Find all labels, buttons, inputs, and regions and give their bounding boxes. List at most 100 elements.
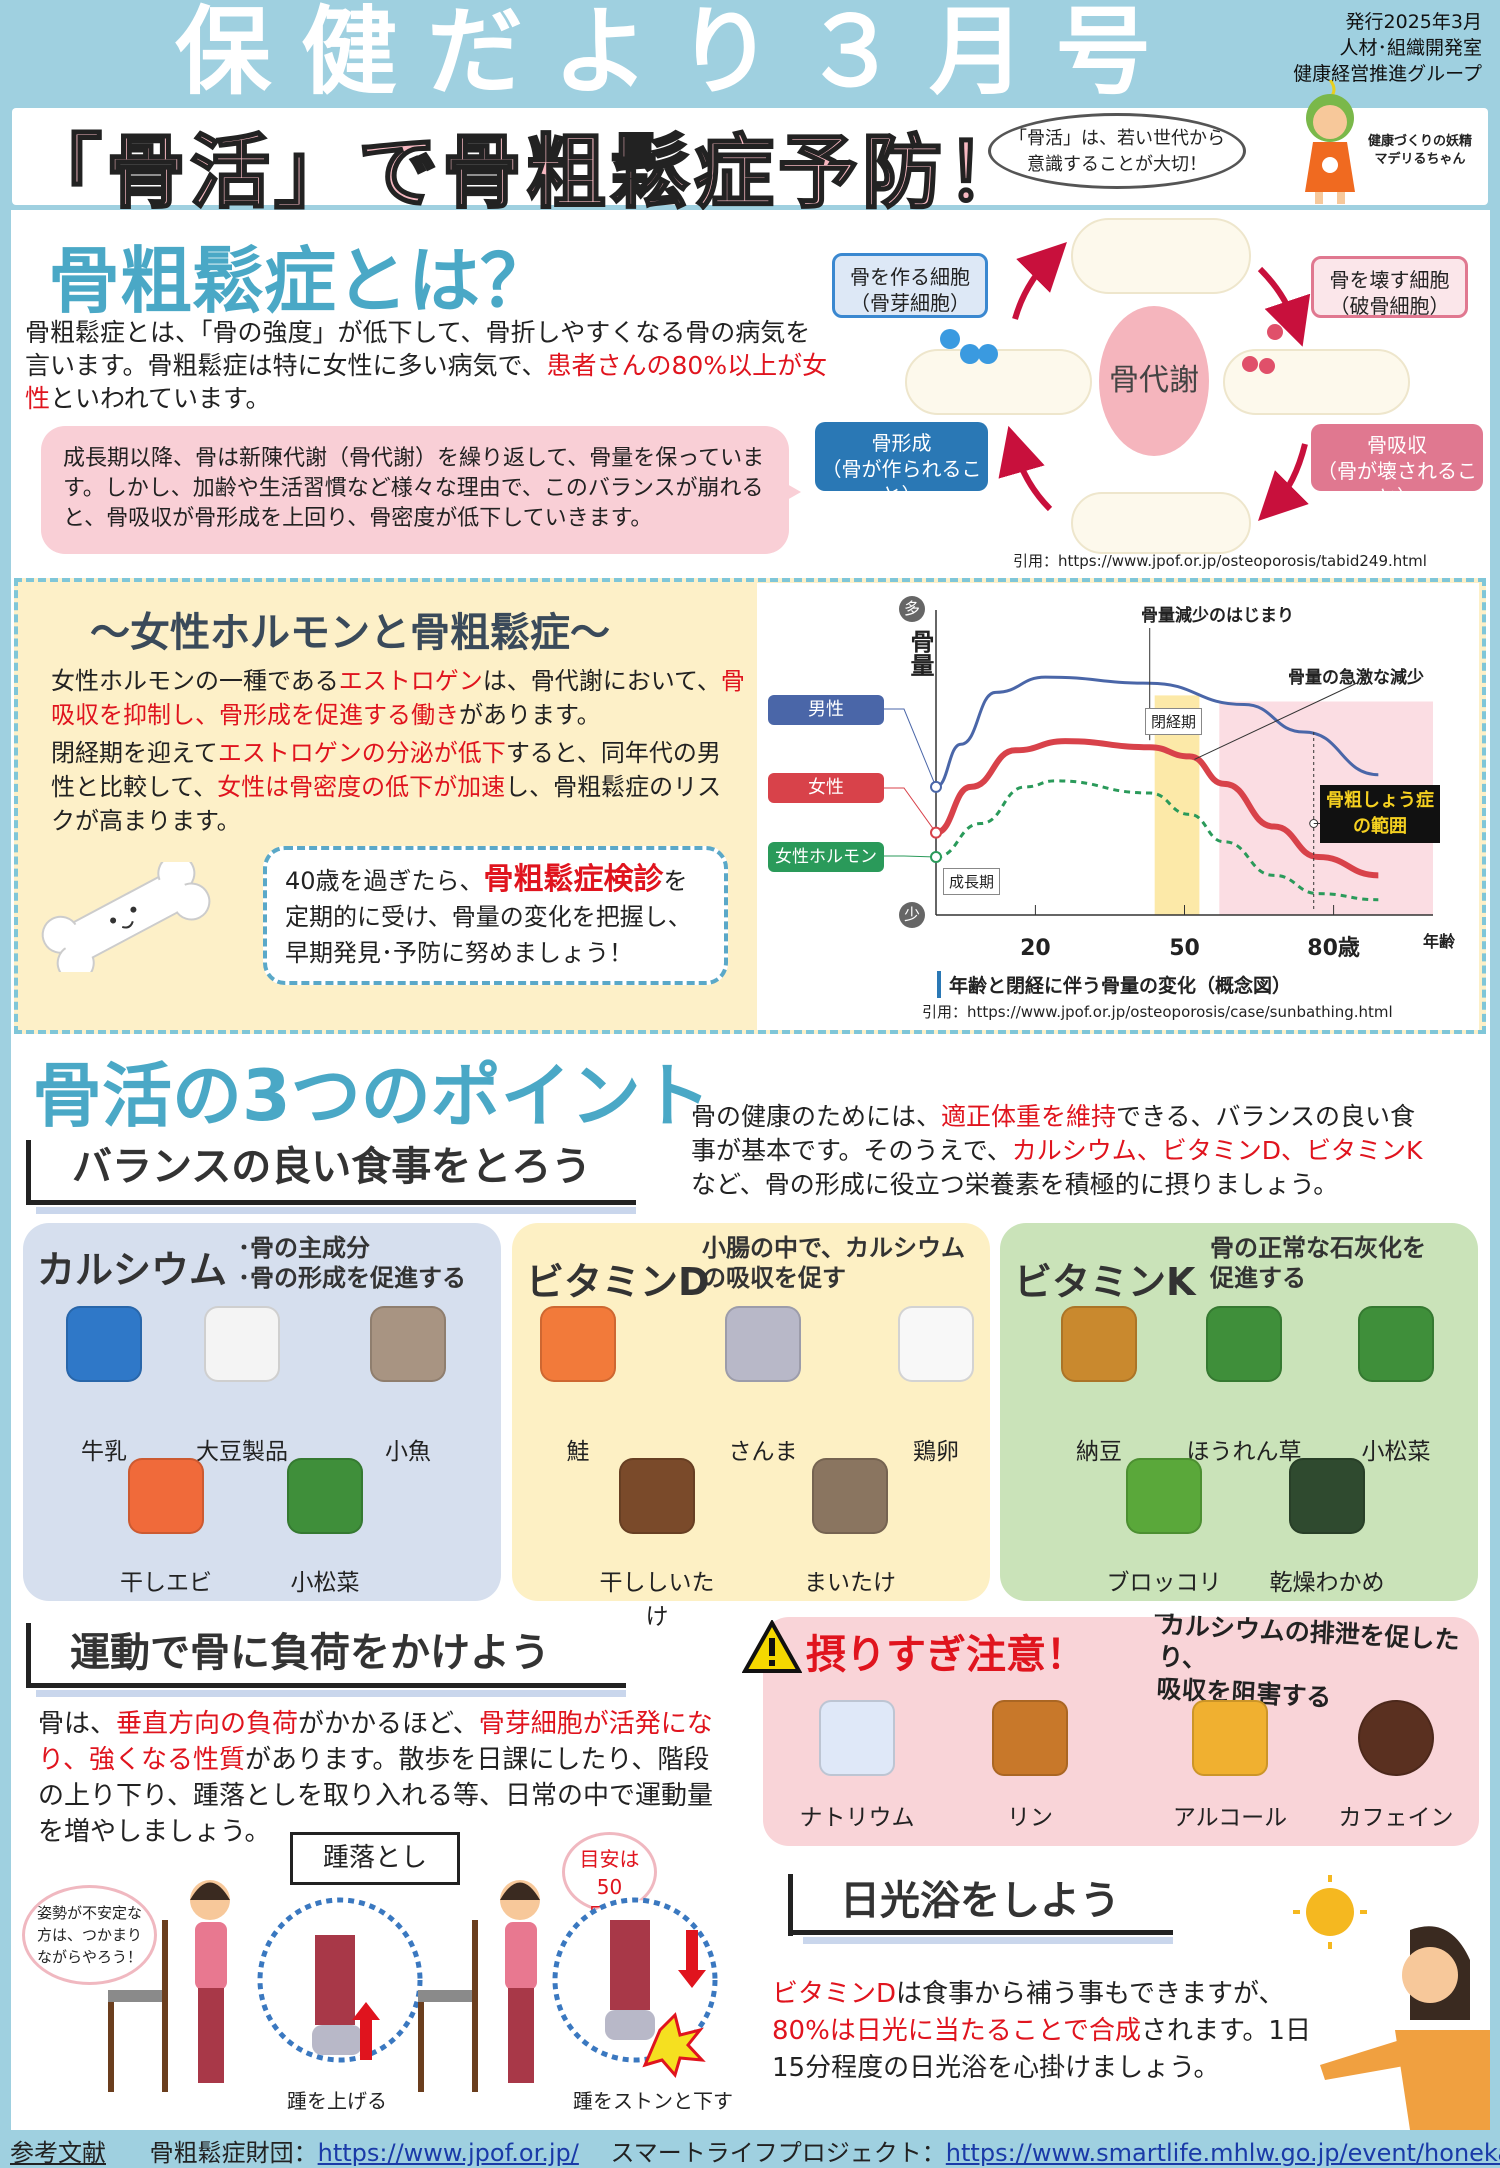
text-segment: は、骨代謝において、: [482, 667, 721, 695]
arrow-icon: [1258, 443, 1309, 521]
heading-underline: [26, 1200, 636, 1205]
y-low-label: 少: [899, 902, 925, 928]
label-subtext: （破骨細胞）: [1329, 294, 1450, 318]
points-heading: 骨活の3つのポイント: [32, 1055, 711, 1137]
food-item: 小魚: [348, 1306, 468, 1465]
nutrient-description: 小腸の中で、カルシウムの吸収を促す: [702, 1233, 965, 1293]
highlight-text: 適正体重を維持: [941, 1102, 1117, 1131]
mascot-speech-bubble: 「骨活」は、若い世代から 意識することが大切！: [988, 113, 1246, 189]
heel-drop-illustration: [108, 1880, 718, 2092]
highlight-text: 骨芽細胞が活発になり、強くなる性質: [38, 1709, 713, 1775]
chart-title: 年齢と閉経に伴う骨量の変化（概念図）: [937, 971, 1291, 998]
arrow-up-icon: [352, 2002, 380, 2060]
food-item: 納豆: [1039, 1306, 1159, 1465]
arrow-icon: [1257, 266, 1311, 347]
caution-item: カフェイン: [1336, 1700, 1456, 1831]
heading-underline: [36, 1207, 636, 1214]
shiitake-icon: [619, 1458, 695, 1534]
text-segment: 40歳を過ぎたら、: [285, 867, 484, 895]
text-segment: すると、同年代の男性と比較して、: [51, 739, 721, 801]
text-segment: など、骨の形成に役立つ栄養素を積極的に摂りましょう。: [691, 1170, 1339, 1199]
hormone-heading: ～女性ホルモンと骨粗鬆症～: [90, 610, 610, 656]
nutrient-title: カルシウム: [37, 1248, 228, 1292]
osteoblast-cells-icon: [940, 329, 998, 364]
food-label: まいたけ: [804, 1570, 896, 1596]
nutrient-panel: カルシウム ･骨の主成分･骨の形成を促進する牛乳大豆製品小魚干しエビ小松菜: [23, 1223, 501, 1601]
woman-with-chair-icon: [108, 1880, 230, 2092]
diet-heading: バランスの良い食事をとろう: [72, 1144, 592, 1190]
spinach-icon: [1206, 1306, 1282, 1382]
nutrient-title: ビタミンK: [1014, 1260, 1196, 1304]
y-axis-label: 骨量: [906, 629, 934, 677]
annotation-osteoporosis-range: 骨粗しょう症の範囲: [1320, 785, 1440, 843]
egg-icon: [898, 1306, 974, 1382]
reference-link-smartlife[interactable]: https://www.smartlife.mhlw.go.jp/event/h…: [945, 2139, 1500, 2167]
legend-female-hormone: 女性ホルモン: [768, 842, 884, 872]
sunbathing-woman-icon: [1293, 1875, 1490, 2130]
highlight-text: カルシウム、ビタミンD、ビタミンK: [1011, 1136, 1423, 1165]
annotation-decline-start: 骨量減少のはじまり: [1141, 606, 1294, 626]
exercise-heading: 運動で骨に負荷をかけよう: [70, 1630, 550, 1676]
nutrient-description: ･骨の主成分･骨の形成を促進する: [238, 1233, 466, 1293]
food-label: 小魚: [385, 1439, 431, 1465]
desc-line: 促進する: [1210, 1264, 1306, 1292]
reference-org: 骨粗鬆症財団：: [149, 2139, 318, 2167]
highlight-text: 80%は日光に当たることで合成: [772, 2016, 1142, 2046]
food-label: 小松菜: [290, 1570, 360, 1596]
arrow-icon: [998, 425, 1053, 512]
text-segment: があります。散歩を日課にしたり、階段の上り下り、踵落としを取り入れる等、日常の中…: [38, 1745, 713, 1847]
maitake-icon: [812, 1458, 888, 1534]
mascot-icon: [1305, 80, 1355, 204]
snacks-icon: [992, 1700, 1068, 1776]
heading-bar: [788, 1874, 793, 1936]
newsletter-title: 保健だより３月号: [175, 0, 1182, 108]
metabolism-citation: 引用：https://www.jpof.or.jp/osteoporosis/t…: [1013, 552, 1427, 570]
department: 人材･組織開発室: [1339, 37, 1482, 59]
drop-heel-caption: 踵をストンと下す: [573, 2089, 733, 2113]
cycle-arrows: [940, 242, 1311, 521]
woman-with-chair-icon: [418, 1880, 540, 2092]
reference-link-jpof[interactable]: https://www.jpof.or.jp/: [317, 2139, 579, 2167]
food-item: 干しエビ: [106, 1458, 226, 1598]
bone-resorption-label: 骨吸収（骨が壊されること）: [1311, 424, 1483, 509]
caution-label: アルコール: [1172, 1805, 1288, 1831]
series-line-0: [935, 675, 1379, 789]
text-segment: し、骨粗鬆症のリスクが高まります。: [51, 773, 722, 835]
sunbathing-paragraph: ビタミンDは食事から補う事もできますが、80%は日光に当たることで合成されます。…: [772, 1976, 1342, 2087]
label-subtext: （骨が作られること）: [821, 457, 982, 507]
label-subtext: （骨が壊されること）: [1317, 459, 1477, 509]
references-label: 参考文献: [10, 2139, 106, 2167]
small-fish-icon: [370, 1306, 446, 1382]
series-start-point: [930, 851, 942, 864]
mascot-name: マデリるちゃん: [1374, 152, 1466, 167]
highlight-text: 垂直方向の負荷: [116, 1709, 299, 1739]
text-segment: といわれています。: [50, 384, 271, 413]
desc-line: ･骨の主成分: [238, 1234, 370, 1262]
annotation-menopause: 閉経期: [1145, 708, 1203, 735]
chart-citation: 引用：https://www.jpof.or.jp/osteoporosis/c…: [922, 1003, 1393, 1021]
heading-bar: [26, 1623, 31, 1685]
tofu-icon: [204, 1306, 280, 1382]
beer-icon: [1192, 1700, 1268, 1776]
reference-org: スマートライフプロジェクト：: [610, 2139, 946, 2167]
legend-leader: [884, 787, 937, 833]
broccoli-icon: [1126, 1458, 1202, 1534]
heading-underline: [36, 1690, 626, 1697]
arrow-icon: [1012, 242, 1067, 320]
caution-item: リン: [970, 1700, 1090, 1831]
series-start-point: [930, 826, 942, 839]
references-footer: 参考文献 骨粗鬆症財団：https://www.jpof.or.jp/ スマート…: [0, 2130, 1500, 2167]
food-item: 大豆製品: [182, 1306, 302, 1465]
komatsuna-icon: [1358, 1306, 1434, 1382]
headline: 「骨活」で骨粗鬆症予防！: [21, 125, 1030, 221]
sun-icon: [1306, 1888, 1354, 1936]
label-text: 骨形成: [871, 431, 932, 455]
food-item: 小松菜: [1336, 1306, 1456, 1465]
exercise-paragraph: 骨は、垂直方向の負荷がかかるほど、骨芽細胞が活発になり、強くなる性質があります。…: [38, 1706, 728, 1850]
text-segment: 骨の健康のためには、: [691, 1102, 942, 1131]
highlight-text: ビタミンD: [772, 1979, 897, 2009]
checkup-bubble: 40歳を過ぎたら、骨粗鬆症検診を定期的に受け、骨量の変化を把握し、早期発見･予防…: [263, 846, 728, 985]
label-text: 骨を壊す細胞: [1329, 268, 1450, 292]
bone-metabolism-diagram: 骨代謝 骨を作る細胞（骨芽細胞） 骨を壊す細胞（破骨細胞） 骨形成（骨が作られる…: [815, 214, 1486, 554]
